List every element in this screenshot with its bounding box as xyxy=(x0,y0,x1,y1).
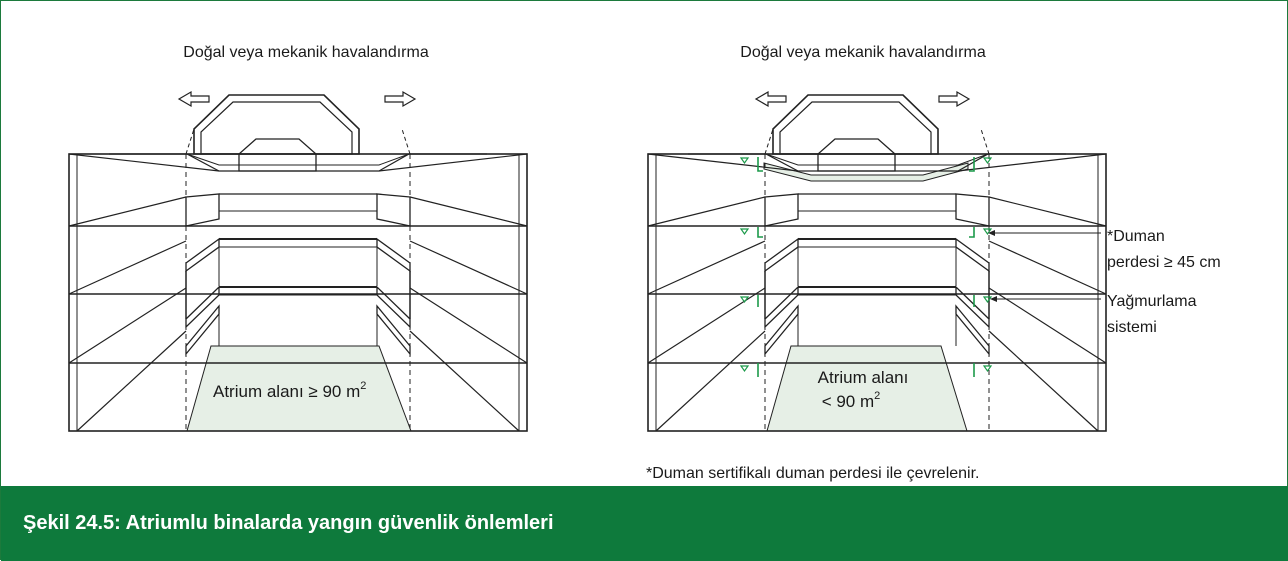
figure-svg: Doğal veya mekanik havalandırma Atrium a… xyxy=(68,44,1221,432)
callout-sprinkler-line1: Yağmurlama xyxy=(1107,293,1197,310)
right-building: Doğal veya mekanik havalandırma Atrium a… xyxy=(647,44,1221,432)
smoke-curtain-icon xyxy=(757,227,763,238)
left-building: Doğal veya mekanik havalandırma Atrium a… xyxy=(68,44,528,432)
sprinkler-icon xyxy=(982,365,993,373)
sprinkler-icon xyxy=(982,157,993,165)
callout-smoke-line2: perdesi ≥ 45 cm xyxy=(1107,254,1221,271)
smoke-curtain-arrow-icon xyxy=(988,230,995,236)
right-atrium-label-line2-text: < 90 m xyxy=(822,392,874,411)
sprinkler-icons xyxy=(739,157,993,373)
footnote: *Duman sertifikalı duman perdesi ile çev… xyxy=(646,465,980,482)
figure-caption: Şekil 24.5: Atriumlu binalarda yangın gü… xyxy=(23,512,554,534)
sprinkler-icon xyxy=(739,157,750,165)
left-atrium-label: Atrium alanı ≥ 90 m2 xyxy=(213,380,366,401)
left-vent-arrow-left-icon xyxy=(178,91,210,107)
smoke-curtain-icon xyxy=(969,227,975,238)
sprinkler-icon xyxy=(739,365,750,373)
callout-smoke-line1: *Duman xyxy=(1107,228,1165,245)
right-smoke-curtain-roof xyxy=(763,162,969,182)
left-atrium-sup: 2 xyxy=(360,380,366,392)
smoke-curtain-icon xyxy=(757,157,763,172)
sprinkler-icon xyxy=(739,228,750,236)
left-atrium-label-text: Atrium alanı ≥ 90 m xyxy=(213,382,360,401)
sprinkler-icon xyxy=(982,296,993,304)
right-vent-arrow-right-icon xyxy=(938,91,970,107)
sprinkler-icon xyxy=(982,228,993,236)
caption-bar: Şekil 24.5: Atriumlu binalarda yangın gü… xyxy=(1,486,1288,561)
left-panel-title: Doğal veya mekanik havalandırma xyxy=(183,44,429,61)
callout-sprinkler-line2: sistemi xyxy=(1107,319,1157,336)
right-panel-title: Doğal veya mekanik havalandırma xyxy=(740,44,986,61)
left-vent-arrow-right-icon xyxy=(384,91,416,107)
right-vent-arrow-left-icon xyxy=(755,91,787,107)
sprinkler-icon xyxy=(739,296,750,304)
right-atrium-label-line1: Atrium alanı xyxy=(818,368,909,387)
right-atrium-sup: 2 xyxy=(874,390,880,402)
right-atrium-floor xyxy=(766,345,968,432)
sprinkler-arrow-icon xyxy=(990,296,997,302)
right-atrium-label-line2: < 90 m2 xyxy=(822,390,881,411)
smoke-curtain-icon xyxy=(969,157,975,172)
sprinkler-markers xyxy=(757,157,975,377)
